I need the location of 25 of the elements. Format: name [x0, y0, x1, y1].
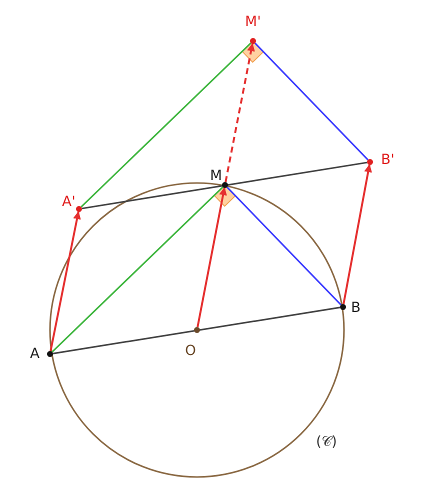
point-dot: [47, 351, 53, 357]
point-dot: [222, 182, 228, 188]
line-segment: [82, 162, 368, 210]
curve-label: (𝒞): [316, 434, 337, 450]
point-dot: [194, 327, 200, 333]
line-segment: [80, 42, 252, 208]
arrow: [342, 164, 372, 304]
point-dot: [76, 206, 82, 212]
point-label: A: [30, 346, 40, 362]
point-dot: [250, 38, 256, 44]
arrow: [196, 187, 227, 328]
point-label: M: [210, 168, 222, 184]
point-label: B': [381, 152, 394, 168]
arrow: [50, 211, 81, 352]
point-dot: [367, 159, 373, 165]
point-label: O: [185, 343, 196, 359]
point-label: A': [62, 194, 76, 210]
line-segment: [52, 306, 340, 354]
point-label: B: [351, 300, 361, 316]
point-dot: [340, 304, 346, 310]
line-segment: [254, 42, 368, 160]
point-label: M': [245, 14, 261, 30]
line-segment: [226, 186, 342, 306]
arrow: [224, 43, 255, 182]
line-segment: [52, 186, 224, 352]
